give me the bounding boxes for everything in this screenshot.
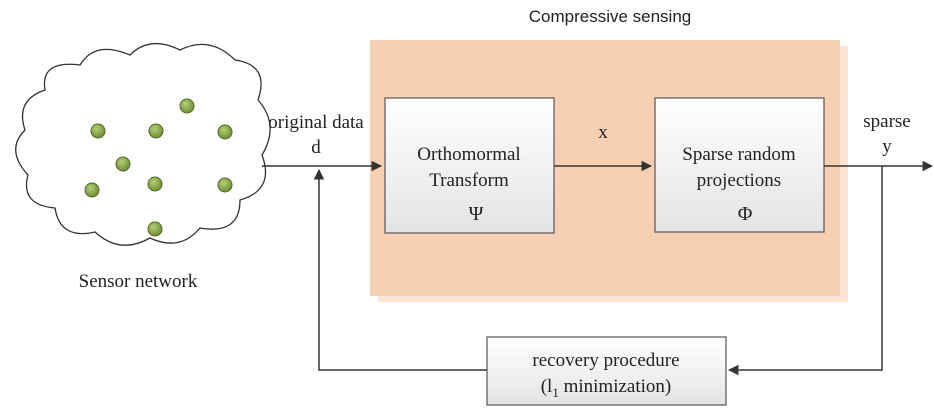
sensor-node xyxy=(90,123,106,139)
transform-box-rect xyxy=(384,97,555,234)
arrow-recovery-to-input xyxy=(313,168,487,371)
sensor-node xyxy=(84,182,100,198)
sensor-node xyxy=(147,176,163,192)
original-data-label: original data xyxy=(268,112,364,133)
sensor-node xyxy=(148,123,164,139)
transform-box: Orthomormal Transform Ψ xyxy=(384,97,555,234)
sensor-node xyxy=(147,221,163,237)
sensor-network-cloud xyxy=(15,43,271,246)
diagram-title: Compressive sensing xyxy=(529,7,692,26)
phi-symbol: Φ xyxy=(738,203,753,225)
y-label: y xyxy=(882,136,892,157)
projection-box-rect xyxy=(654,97,825,233)
cloud-shape xyxy=(15,43,271,246)
sensor-network-label: Sensor network xyxy=(79,271,198,292)
d-label: d xyxy=(311,137,321,158)
transform-label-line2: Transform xyxy=(429,170,509,191)
transform-label-line1: Orthomormal xyxy=(417,144,520,165)
sensor-node xyxy=(217,124,233,140)
sparse-label: sparse xyxy=(863,111,910,132)
projection-label-line1: Sparse random xyxy=(682,144,796,165)
recovery-box-rect xyxy=(486,336,727,406)
sensor-node xyxy=(217,177,233,193)
recovery-box: recovery procedure (l1 minimization) xyxy=(486,336,727,406)
psi-symbol: Ψ xyxy=(469,203,484,225)
recovery-label-line1: recovery procedure xyxy=(532,350,679,371)
sensor-node xyxy=(179,98,195,114)
projection-box: Sparse random projections Φ xyxy=(654,97,825,233)
sensor-node xyxy=(115,156,131,172)
arrow-output-to-recovery xyxy=(727,166,883,376)
projection-label-line2: projections xyxy=(697,170,781,191)
recovery-label-line2: (l1 minimization) xyxy=(541,376,672,400)
x-label: x xyxy=(598,122,608,143)
